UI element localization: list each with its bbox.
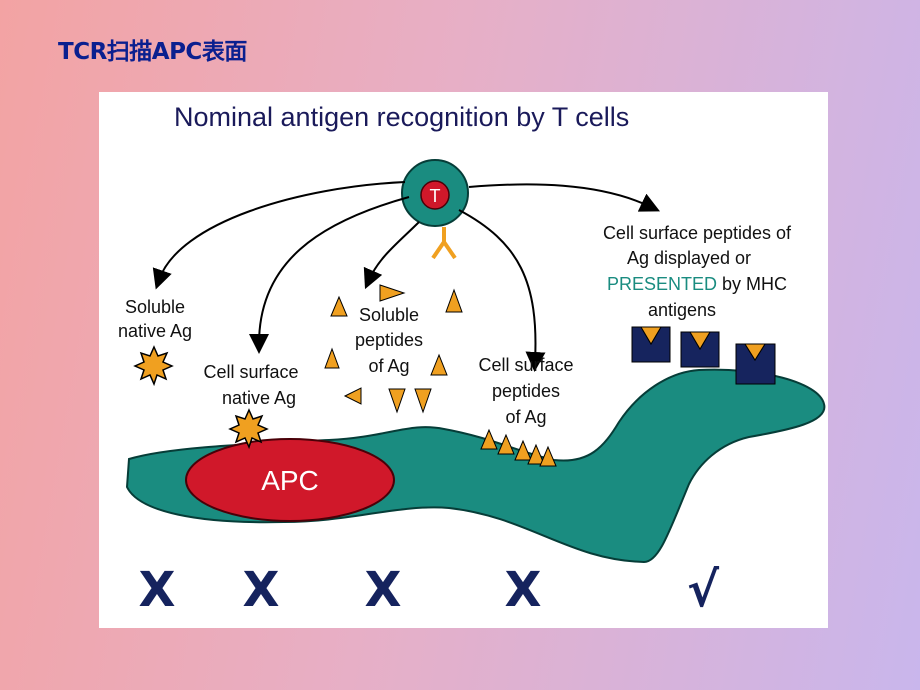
outcome-presented: √ [687, 562, 720, 618]
slide-title: TCR扫描APC表面 [58, 39, 247, 65]
soluble-peptide [324, 347, 340, 369]
outcome-cell-surface-peptides: X [504, 562, 541, 618]
mhc-molecule [680, 331, 720, 368]
soluble-native-antigen-burst [133, 345, 174, 387]
arrow-to-mhc [468, 183, 661, 212]
surface-peptide [514, 439, 532, 461]
surface-peptide [539, 445, 557, 467]
soluble-peptide [414, 388, 432, 414]
label-cell-surface-peptides-1: Cell surface [478, 355, 573, 375]
arrow-to-soluble-native [152, 181, 406, 290]
soluble-peptide [330, 295, 348, 317]
label-cell-surface-native-2: native Ag [222, 388, 296, 408]
label-mhc-line2: Ag displayed or [627, 248, 751, 268]
outcome-soluble-native: X [138, 562, 175, 618]
surface-peptide [497, 433, 515, 455]
apc-label: APC [261, 465, 319, 496]
label-cell-surface-peptides-3: of Ag [505, 407, 546, 427]
antigen-recognition-diagram: Nominal antigen recognition by T cells A… [99, 92, 828, 628]
soluble-peptide [343, 387, 362, 405]
label-mhc-line1: Cell surface peptides of [603, 223, 792, 243]
mhc-molecule [631, 326, 671, 363]
outcome-cell-surface-native: X [242, 562, 279, 618]
label-soluble-native-1: Soluble [125, 297, 185, 317]
outcome-soluble-peptides: X [364, 562, 401, 618]
tcr-receptor [431, 227, 457, 260]
t-cell-label: T [430, 186, 441, 206]
label-soluble-native-2: native Ag [118, 321, 192, 341]
apc-nucleus [185, 438, 395, 522]
soluble-peptide [388, 388, 406, 414]
label-cell-surface-native-1: Cell surface [203, 362, 298, 382]
label-soluble-peptides-3: of Ag [368, 356, 409, 376]
label-mhc-line3: PRESENTED by MHC [607, 274, 787, 294]
diagram-title: Nominal antigen recognition by T cells [174, 102, 629, 132]
label-soluble-peptides-1: Soluble [359, 305, 419, 325]
arrow-to-soluble-peptides [363, 221, 420, 290]
surface-peptide [480, 428, 498, 450]
label-presented-highlight: PRESENTED [607, 274, 717, 294]
mhc-molecule [735, 343, 776, 385]
cell-surface-native-antigen-burst [228, 408, 269, 450]
arrow-to-cell-surface-peptides [458, 209, 546, 372]
label-cell-surface-peptides-2: peptides [492, 381, 560, 401]
label-mhc-line4: antigens [648, 300, 716, 320]
soluble-peptide [430, 353, 448, 376]
label-soluble-peptides-2: peptides [355, 330, 423, 350]
soluble-peptide [379, 284, 406, 302]
soluble-peptide [445, 288, 463, 313]
label-mhc-line3-rest: by MHC [717, 274, 787, 294]
t-cell: T [401, 159, 469, 227]
surface-peptide [527, 443, 545, 465]
arrow-to-cell-surface-native [249, 196, 410, 354]
